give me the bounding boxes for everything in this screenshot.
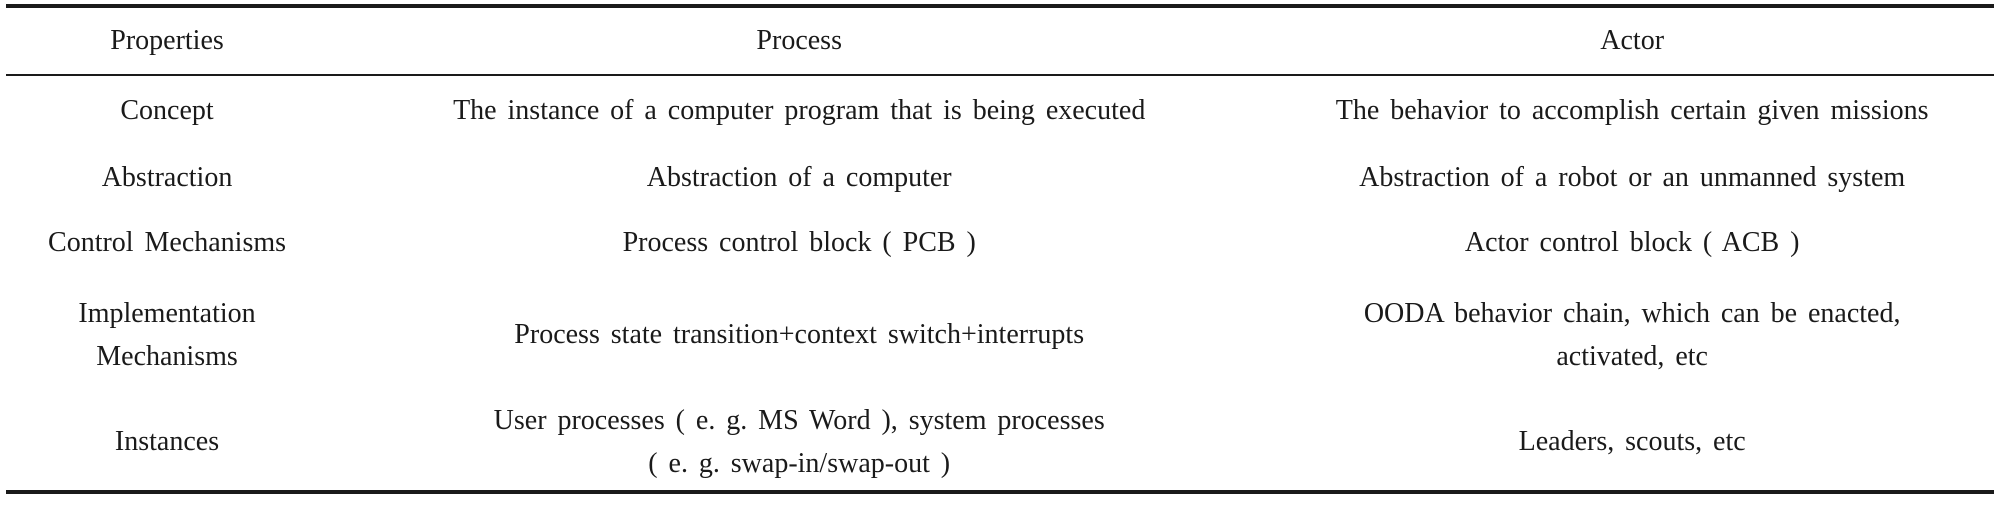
table-row: Concept The instance of a computer progr… [6, 76, 1994, 145]
cell-property: Control Mechanisms [48, 227, 287, 259]
cell-property: Abstraction [101, 161, 233, 193]
table-row: Implementation Mechanisms Process state … [6, 276, 1994, 394]
cell-actor: Actor control block ( ACB ) [1464, 227, 1800, 259]
table-row: Instances User processes ( e. g. MS Word… [6, 394, 1994, 490]
header-properties: Properties [110, 25, 224, 57]
cell-process: Process state transition+context switch+… [514, 319, 1085, 351]
cell-actor: Abstraction of a robot or an unmanned sy… [1359, 161, 1906, 193]
cell-process: Process control block ( PCB ) [622, 227, 976, 259]
comparison-table: Properties Process Actor Concept The ins… [6, 4, 1994, 494]
cell-property: Concept [120, 94, 214, 126]
cell-actor: Leaders, scouts, etc [1518, 426, 1746, 458]
header-actor: Actor [1600, 25, 1665, 57]
cell-property: Implementation Mechanisms [78, 297, 256, 372]
cell-actor: The behavior to accomplish certain given… [1335, 94, 1929, 126]
table-row: Abstraction Abstraction of a computer Ab… [6, 145, 1994, 210]
cell-property: Instances [114, 426, 220, 458]
cell-process: User processes ( e. g. MS Word ), system… [493, 404, 1105, 479]
table-header-row: Properties Process Actor [6, 8, 1994, 76]
table-row: Control Mechanisms Process control block… [6, 210, 1994, 276]
cell-process: Abstraction of a computer [646, 161, 952, 193]
cell-actor: OODA behavior chain, which can be enacte… [1363, 297, 1901, 372]
header-process: Process [756, 25, 842, 57]
cell-process: The instance of a computer program that … [453, 94, 1146, 126]
